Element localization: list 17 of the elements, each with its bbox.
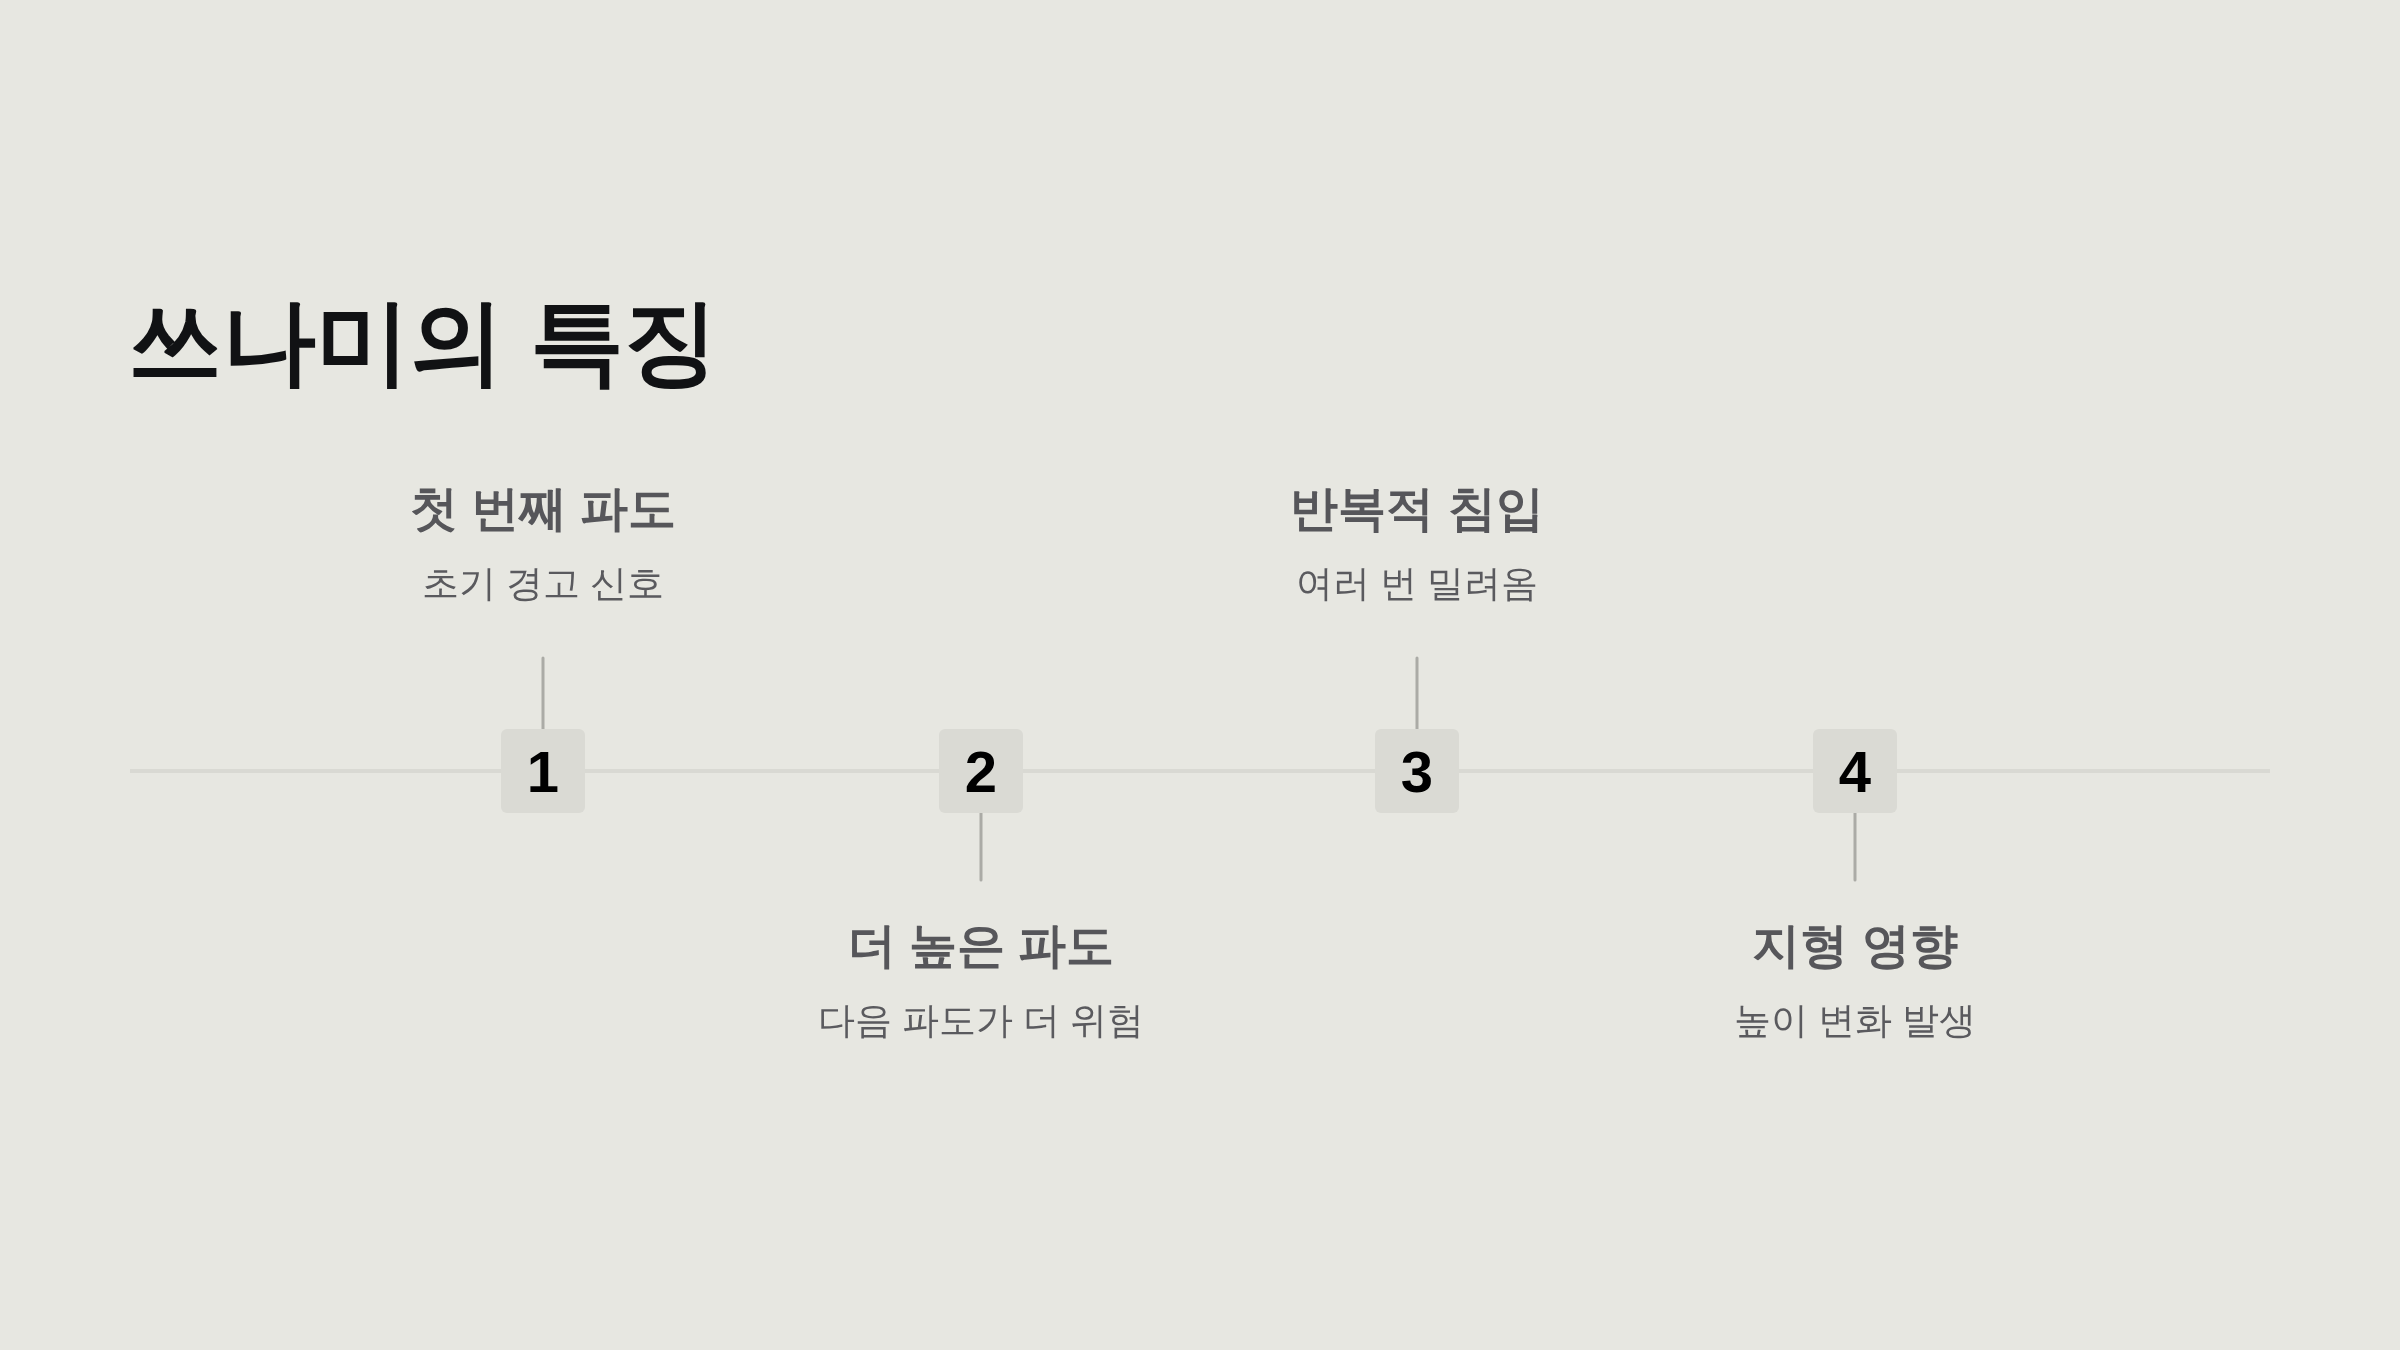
step-number-tile: 4 — [1813, 729, 1897, 813]
step-description: 여러 번 밀려옴 — [1295, 561, 1539, 606]
leader-line — [979, 811, 983, 882]
leader-line — [1415, 656, 1419, 731]
step-number-tile: 3 — [1375, 729, 1459, 813]
slide-title: 쓰나미의 특징 — [128, 288, 719, 396]
step-number-tile: 2 — [939, 729, 1023, 813]
leader-line — [1853, 811, 1857, 882]
step-description: 높이 변화 발생 — [1733, 998, 1977, 1043]
step-description: 초기 경고 신호 — [421, 561, 665, 606]
step-heading: 반복적 침입 — [1290, 481, 1544, 537]
leader-line — [541, 656, 545, 731]
step-description: 다음 파도가 더 위험 — [817, 998, 1145, 1043]
step-heading: 더 높은 파도 — [847, 918, 1115, 974]
step-heading: 지형 영향 — [1752, 918, 1958, 974]
step-heading: 첫 번째 파도 — [409, 481, 677, 537]
step-number-tile: 1 — [501, 729, 585, 813]
